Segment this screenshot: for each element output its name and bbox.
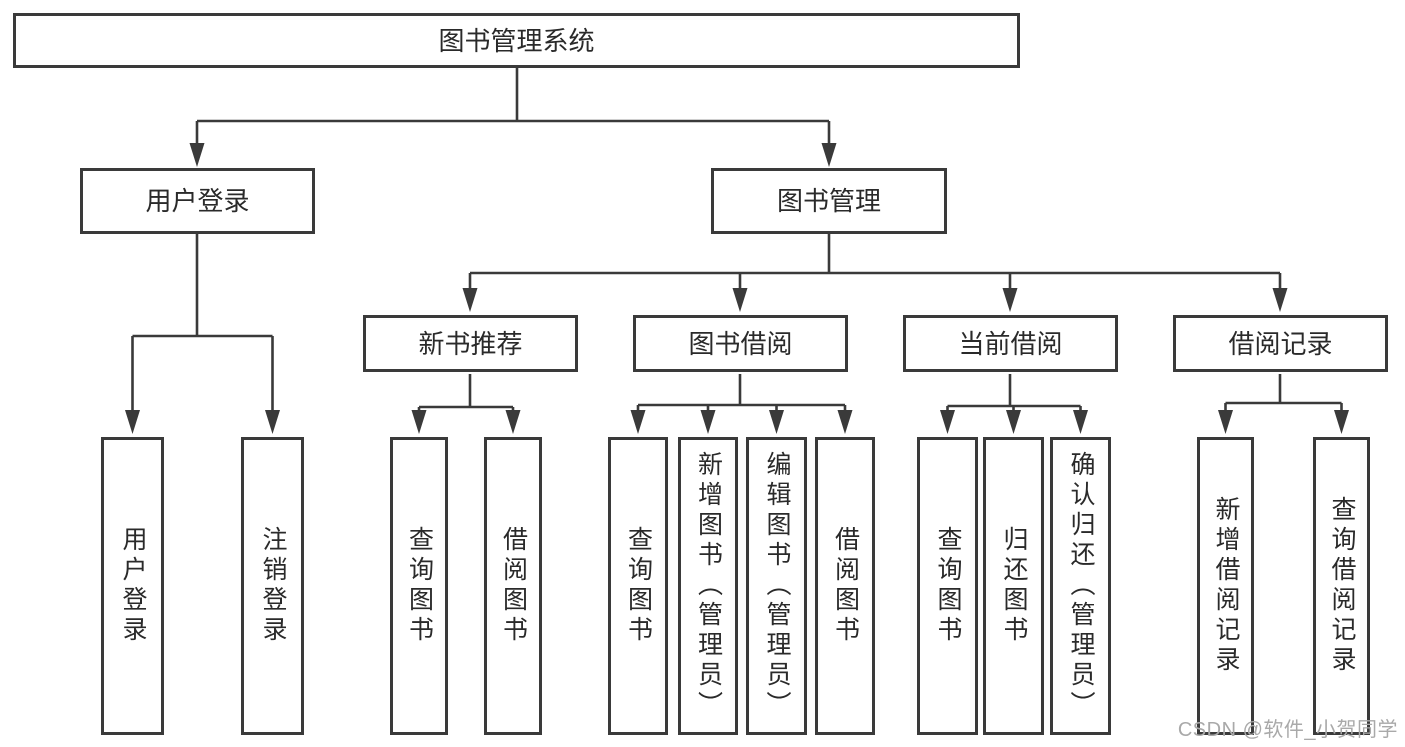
arrowhead [125, 410, 140, 434]
node-label: 借阅记录 [1228, 328, 1333, 359]
node-new-book-recommend: 新书推荐 [363, 315, 578, 372]
arrowhead [837, 410, 853, 434]
node-book-management-system: 图书管理系统 [13, 13, 1020, 68]
leaf-borrow-books-recommend: 借阅图书 [484, 437, 542, 735]
arrowhead [1002, 288, 1018, 312]
node-book-borrow: 图书借阅 [633, 315, 848, 372]
connector-root [195, 67, 831, 151]
connector-borrow-records [1224, 374, 1343, 418]
leaf-user-login: 用户登录 [101, 437, 164, 735]
csdn-watermark: CSDN @软件_小贺同学 [1177, 719, 1398, 741]
arrowhead [462, 288, 478, 312]
arrowhead [630, 410, 646, 434]
node-label: 用户登录 [119, 526, 147, 646]
arrowhead [505, 410, 521, 434]
node-label: 查询借阅记录 [1328, 496, 1356, 676]
node-label: 图书借阅 [688, 328, 793, 359]
leaf-query-books-current: 查询图书 [917, 437, 978, 735]
node-book-management: 图书管理 [711, 168, 947, 234]
node-label: 注销登录 [259, 526, 287, 646]
node-current-borrow: 当前借阅 [903, 315, 1118, 372]
connector-user-login [131, 234, 274, 418]
connector-book-management [468, 234, 1282, 296]
connector-book-borrow [636, 374, 847, 418]
leaf-return-books: 归还图书 [983, 437, 1044, 735]
leaf-edit-books-admin: 编辑图书（管理员） [746, 437, 807, 735]
arrowhead [732, 288, 748, 312]
leaf-query-borrow-record: 查询借阅记录 [1313, 437, 1370, 735]
leaf-add-books-admin: 新增图书（管理员） [678, 437, 738, 735]
leaf-query-books-borrow: 查询图书 [608, 437, 668, 735]
arrowhead [1218, 410, 1233, 434]
leaf-add-borrow-record: 新增借阅记录 [1197, 437, 1254, 735]
node-label: 查询图书 [405, 526, 434, 646]
arrowhead [1006, 410, 1021, 434]
arrowhead [700, 410, 716, 434]
arrowhead [1073, 410, 1088, 434]
leaf-query-books-recommend: 查询图书 [390, 437, 448, 735]
node-label: 借阅图书 [831, 526, 860, 646]
arrowhead [189, 143, 205, 167]
leaf-confirm-return-admin: 确认归还（管理员） [1050, 437, 1111, 735]
node-label: 查询图书 [934, 526, 962, 646]
leaf-logout-login: 注销登录 [241, 437, 304, 735]
node-label: 借阅图书 [499, 526, 528, 646]
node-label: 归还图书 [1000, 526, 1028, 646]
arrowhead [411, 410, 427, 434]
node-label: 新书推荐 [418, 328, 523, 359]
arrowhead [265, 410, 280, 434]
arrowhead [1334, 410, 1349, 434]
node-label: 图书管理 [776, 186, 881, 216]
node-label: 确认归还（管理员） [1067, 451, 1095, 721]
node-label: 新增图书（管理员） [694, 451, 723, 721]
arrowhead [1272, 288, 1288, 312]
node-label: 图书管理系统 [438, 25, 595, 56]
node-user-login: 用户登录 [80, 168, 315, 234]
node-label: 查询图书 [624, 526, 653, 646]
node-label: 用户登录 [145, 186, 250, 216]
arrowheads [125, 143, 1349, 434]
node-borrow-records: 借阅记录 [1173, 315, 1388, 372]
leaf-borrow-books: 借阅图书 [815, 437, 875, 735]
arrowhead [769, 410, 784, 434]
arrowhead [821, 143, 837, 167]
arrowhead [940, 410, 955, 434]
connector-new-book-recommend [417, 374, 515, 418]
node-label: 编辑图书（管理员） [763, 451, 791, 721]
node-label: 当前借阅 [958, 328, 1063, 359]
node-label: 新增借阅记录 [1212, 496, 1240, 676]
